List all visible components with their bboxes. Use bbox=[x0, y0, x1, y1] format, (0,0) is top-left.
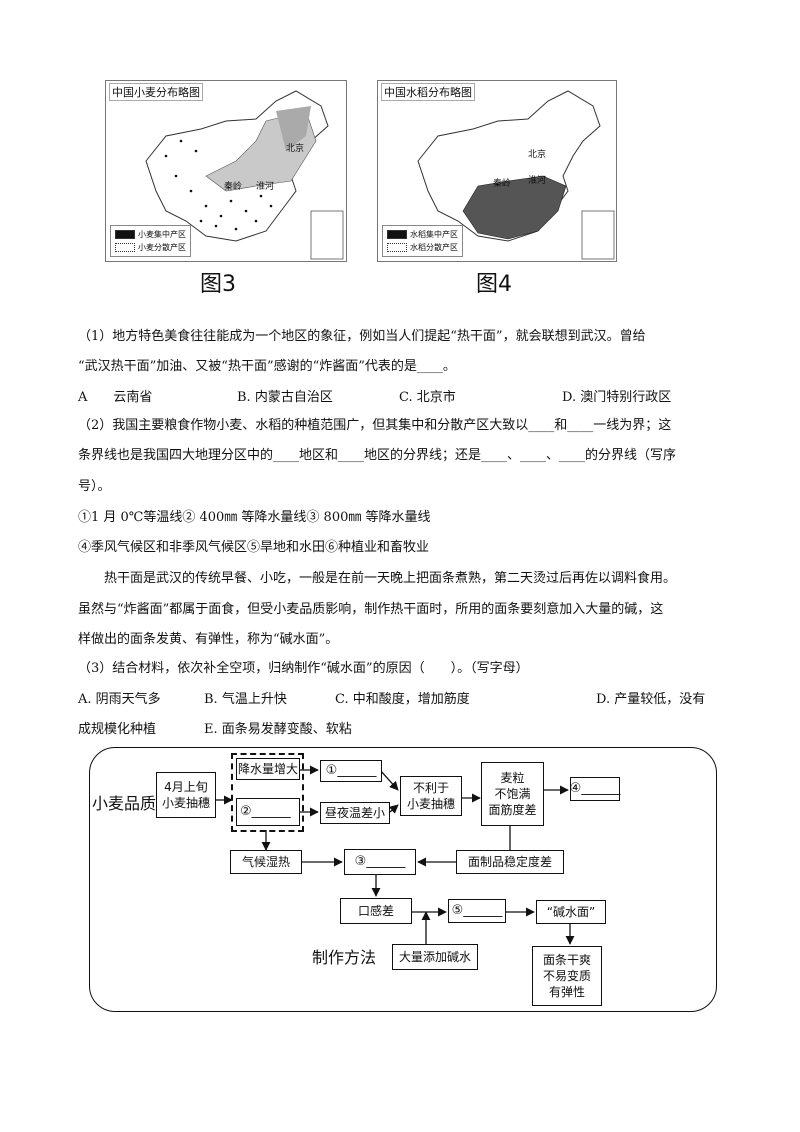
wheat-map-drawing bbox=[145, 90, 344, 260]
stability-box: 面制品稳定度差 bbox=[456, 850, 564, 874]
huaihe-label: 淮河 bbox=[256, 182, 275, 192]
qinling-label: 秦岭 bbox=[493, 179, 512, 189]
q1-line-2: “武汉热干面”加油、又被“热干面”感谢的“炸酱面”代表的是____。 bbox=[78, 359, 456, 374]
heading-box: 4月上旬 小麦抽穗 bbox=[156, 772, 216, 818]
figure-3-caption: 图3 bbox=[200, 272, 236, 297]
q2-line-3: 号）。 bbox=[78, 479, 111, 494]
qinling-label: 秦岭 bbox=[224, 182, 243, 192]
beijing-label: 北京 bbox=[286, 144, 305, 154]
wheat-legend: 小麦集中产区 小麦分散产区 bbox=[110, 225, 191, 257]
alkali-box: 大量添加碱水 bbox=[392, 944, 478, 970]
temp-diff-box: 昼夜温差小 bbox=[320, 802, 390, 824]
wheat-map-title: 中国小麦分布略图 bbox=[109, 83, 203, 101]
figure-4-caption: 图4 bbox=[476, 272, 512, 297]
material-line-2: 虽然与“炸酱面”都属于面食，但受小麦品质影响，制作热干面时，所用的面条要刻意加入… bbox=[78, 602, 664, 617]
grain-box: 麦粒 不饱满 面筋度差 bbox=[481, 762, 544, 826]
result-box: 面条干爽 不易变质 有弹性 bbox=[532, 946, 602, 1006]
wheat-quality-label: 小麦品质 bbox=[92, 794, 157, 813]
rice-map-drawing bbox=[417, 90, 615, 260]
rice-legend: 水稻集中产区 水稻分散产区 bbox=[382, 225, 463, 257]
humid-box: 气候湿热 bbox=[230, 850, 302, 874]
blank-5-box: ⑤______ bbox=[448, 899, 506, 923]
blank-1-box: ①______ bbox=[320, 760, 382, 782]
q2-items-2: ④季风气候区和非季风气候区⑤旱地和水田⑥种植业和畜牧业 bbox=[78, 540, 430, 555]
q3-option-e: E. 面条易发酵变酸、软粘 bbox=[204, 722, 352, 737]
blank-2-box: ②______ bbox=[236, 798, 300, 826]
material-line-1: 热干面是武汉的传统早餐、小吃，一般是在前一天晚上把面条煮熟，第二天烫过后再佐以调… bbox=[104, 571, 677, 586]
material-line-3: 样做出的面条发黄、有弹性，称为“碱水面”。 bbox=[78, 632, 339, 647]
q3-option-b: B. 气温上升快 bbox=[204, 692, 287, 707]
huaihe-label: 淮河 bbox=[528, 176, 547, 186]
flowchart-frame bbox=[89, 747, 717, 1012]
beijing-label: 北京 bbox=[528, 150, 547, 160]
q3-option-c: C. 中和酸度，增加筋度 bbox=[335, 692, 470, 707]
q1-option-c: C. 北京市 bbox=[399, 390, 456, 405]
q1-line-1: （1）地方特色美食往往能成为一个地区的象征，例如当人们提起“热干面”，就会联想到… bbox=[78, 329, 646, 344]
make-method-label: 制作方法 bbox=[312, 948, 377, 967]
q3-option-d: D. 产量较低，没有 bbox=[596, 692, 706, 707]
q2-line-1: （2）我国主要粮食作物小麦、水稻的种植范围广，但其集中和分散产区大致以____和… bbox=[78, 418, 672, 433]
rice-map: 中国水稻分布略图 北京 秦岭 淮河 水稻集中产区 水稻分散产区 bbox=[377, 80, 617, 262]
q1-option-b: B. 内蒙古自治区 bbox=[237, 390, 333, 405]
jianshui-box: “碱水面” bbox=[536, 900, 606, 924]
q1-option-d: D. 澳门特别行政区 bbox=[562, 390, 672, 405]
rice-map-title: 中国水稻分布略图 bbox=[381, 83, 475, 101]
wheat-map: 中国小麦分布略图 北京 秦岭 淮河 小麦集中产区 小麦分散产区 bbox=[105, 80, 347, 262]
dashed-group bbox=[231, 753, 304, 832]
q1-option-a: A 云南省 bbox=[78, 390, 153, 405]
blank-4-box: ④______ bbox=[570, 777, 620, 801]
q2-line-2: 条界线也是我国四大地理分区中的____地区和____地区的分界线；还是____、… bbox=[78, 448, 677, 463]
bad-for-heading-box: 不利于 小麦抽穗 bbox=[400, 776, 462, 816]
q2-items-1: ①1 月 0℃等温线② 400㎜ 等降水量线③ 800㎜ 等降水量线 bbox=[78, 510, 431, 525]
q3-option-a: A. 阴雨天气多 bbox=[78, 692, 161, 707]
blank-3-box: ③______ bbox=[344, 849, 416, 875]
q3-line-1: （3）结合材料，依次补全空项，归纳制作“碱水面”的原因（ ）。（写字母） bbox=[78, 661, 529, 676]
rain-box: 降水量增大 bbox=[236, 758, 300, 780]
taste-box: 口感差 bbox=[340, 898, 412, 924]
q3-option-d-cont: 成规模化种植 bbox=[78, 722, 157, 737]
